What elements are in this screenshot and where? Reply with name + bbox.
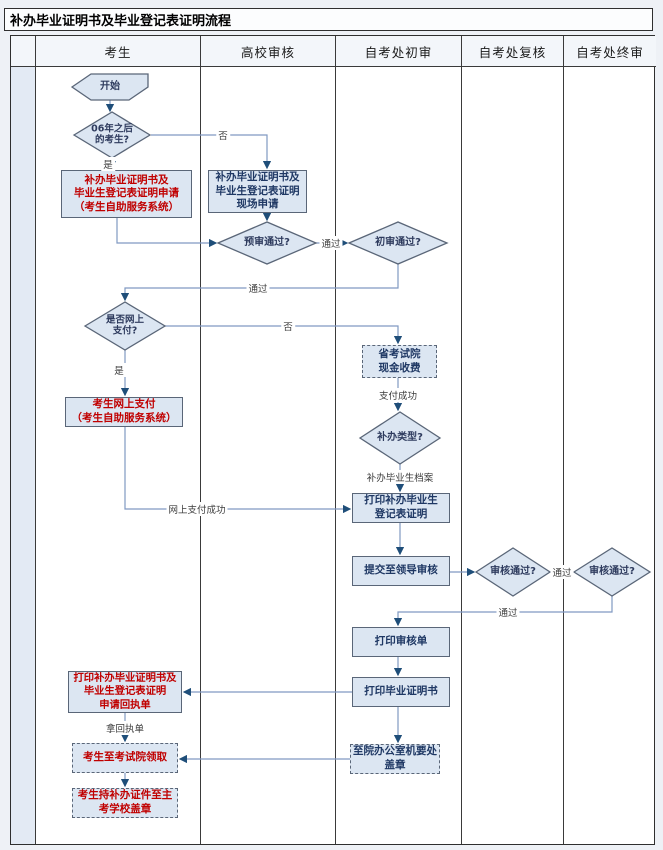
edge-label-pass-pre: 通过 xyxy=(319,236,343,250)
edge-label-no1: 否 xyxy=(216,128,230,142)
edge-label-pass-review2: 通过 xyxy=(496,605,520,619)
edge-label-no2: 否 xyxy=(281,319,295,333)
page-title: 补办毕业证明书及毕业登记表证明流程 xyxy=(4,8,653,31)
lane-header-empty xyxy=(11,36,35,67)
q-initial-label: 初审通过? xyxy=(375,237,421,248)
pay-online-box: 考生网上支付 （考生自助服务系统） xyxy=(65,397,183,427)
edge-label-yes2: 是 xyxy=(112,363,126,377)
q-after06-label: 06年之后 的考生? xyxy=(91,123,133,146)
q-review2-label: 审核通过? xyxy=(589,566,635,577)
office-seal-box: 至院办公室机要处 盖章 xyxy=(350,744,440,774)
edge-label-take-receipt: 拿回执单 xyxy=(103,721,147,735)
q-onlinepay-label: 是否网上 支付? xyxy=(105,314,145,337)
school-seal-box: 考生持补办证件至主 考学校盖章 xyxy=(72,788,178,818)
print-cert-box: 打印毕业证明书 xyxy=(352,677,450,707)
lane-header-final-review: 自考处终审 xyxy=(564,36,656,67)
q-review1-label: 审核通过? xyxy=(490,566,536,577)
cash-pay-box: 省考试院 现金收费 xyxy=(362,345,437,378)
q-presubmit-label: 预审通过? xyxy=(244,237,290,248)
submit-leader-box: 提交至领导审核 xyxy=(352,556,450,586)
apply-onsite-box: 补办毕业证明书及 毕业生登记表证明 现场申请 xyxy=(208,170,307,213)
print-auditsheet-box: 打印审核单 xyxy=(352,627,450,657)
receipt-box: 打印补办毕业证明书及 毕业生登记表证明 申请回执单 xyxy=(68,671,182,713)
print-regform-box: 打印补办毕业生 登记表证明 xyxy=(352,493,450,523)
lane-header-initial-review: 自考处初审 xyxy=(336,36,461,67)
apply-online-box: 补办毕业证明书及 毕业生登记表证明申请 （考生自助服务系统） xyxy=(61,170,192,218)
lane-final-review: 自考处终审 xyxy=(564,36,656,844)
edge-label-pay-success: 支付成功 xyxy=(376,388,420,402)
edge-label-pass-review1: 通过 xyxy=(550,565,574,579)
lane-header-recheck: 自考处复核 xyxy=(462,36,563,67)
lane-initial-review: 自考处初审 xyxy=(336,36,462,844)
collect-box: 考生至考试院领取 xyxy=(72,743,178,773)
lane-header-candidate: 考生 xyxy=(36,36,200,67)
q-type-label: 补办类型? xyxy=(377,432,423,443)
edge-label-yes1: 是 xyxy=(101,157,115,171)
edge-label-netpay-success: 网上支付成功 xyxy=(166,502,228,516)
lane-header-university-review: 高校审核 xyxy=(201,36,335,67)
start-label: 开始 xyxy=(100,81,120,92)
lane-phase xyxy=(11,36,36,844)
edge-label-pass-init: 通过 xyxy=(246,281,270,295)
lane-recheck: 自考处复核 xyxy=(462,36,564,844)
edge-label-type-branch: 补办毕业生档案 xyxy=(364,470,436,484)
